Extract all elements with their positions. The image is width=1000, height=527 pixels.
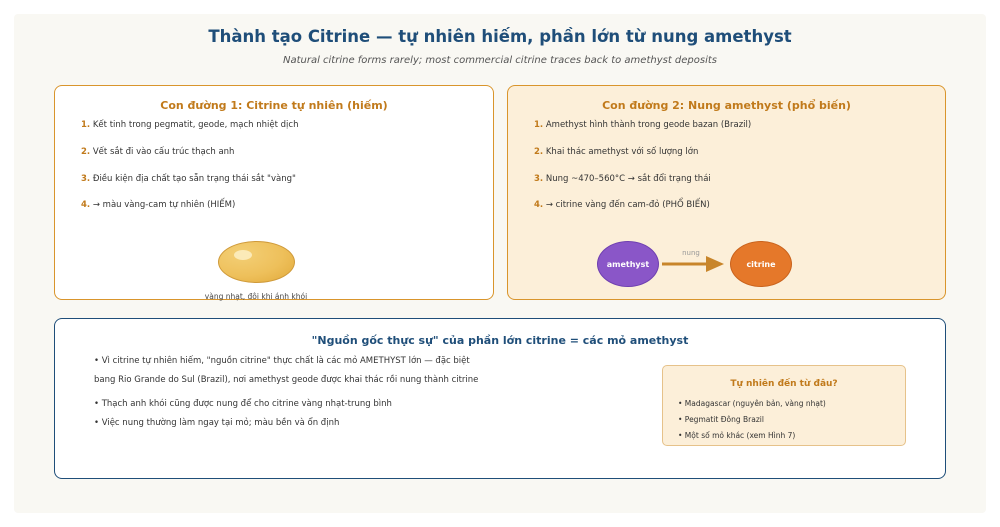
heating-arrow-label: nung (682, 249, 700, 257)
natural-step-3: 3. Điều kiện địa chất tạo sẵn trạng thái… (81, 174, 296, 184)
heated-step-4: 4. → citrine vàng đến cam-đỏ (PHỔ BIẾN) (534, 200, 710, 210)
heating-arrow-icon (662, 256, 724, 272)
page-subtitle: Natural citrine forms rarely; most comme… (282, 55, 718, 66)
natural-origin-title: Tự nhiên đến từ đâu? (730, 379, 838, 389)
heated-step-2: 2. Khai thác amethyst với số lượng lớn (534, 147, 699, 157)
origin-item-2: • Pegmatit Đông Brazil (678, 415, 764, 424)
heated-step-3: 3. Nung ~470–560°C → sắt đổi trạng thái (534, 174, 711, 184)
natural-step-4: 4. → màu vàng-cam tự nhiên (HIẾM) (81, 200, 236, 210)
citrine-node: citrine (730, 241, 792, 287)
origin-item-3: • Một số mỏ khác (xem Hình 7) (678, 431, 796, 440)
amethyst-node: amethyst (597, 241, 659, 287)
heated-amethyst-title: Con đường 2: Nung amethyst (phổ biến) (602, 99, 851, 112)
source-line-4: • Việc nung thường làm ngay tại mỏ; màu … (94, 418, 340, 428)
citrine-crystal-highlight (234, 250, 252, 260)
citrine-sample-caption: vàng nhạt, đôi khi ánh khói (204, 292, 308, 301)
heated-step-1: 1. Amethyst hình thành trong geode bazan… (534, 120, 752, 130)
natural-citrine-title: Con đường 1: Citrine tự nhiên (hiếm) (160, 99, 388, 112)
origin-item-1: • Madagascar (nguyên bản, vàng nhạt) (678, 399, 826, 408)
natural-step-2: 2. Vết sắt đi vào cấu trúc thạch anh (81, 147, 235, 157)
source-line-1: • Vì citrine tự nhiên hiếm, "nguồn citri… (94, 356, 470, 366)
heated-amethyst-panel: Con đường 2: Nung amethyst (phổ biến) (507, 85, 946, 300)
source-line-2: bang Rio Grande do Sul (Brazil), nơi ame… (94, 375, 479, 385)
page-title: Thành tạo Citrine — tự nhiên hiếm, phần … (208, 27, 792, 46)
true-source-title: "Nguồn gốc thực sự" của phần lớn citrine… (311, 334, 689, 347)
citrine-crystal-sample (218, 241, 295, 283)
natural-origin-inset (662, 365, 906, 446)
natural-step-1: 1. Kết tinh trong pegmatit, geode, mạch … (81, 120, 299, 130)
source-line-3: • Thạch anh khói cũng được nung để cho c… (94, 399, 392, 409)
